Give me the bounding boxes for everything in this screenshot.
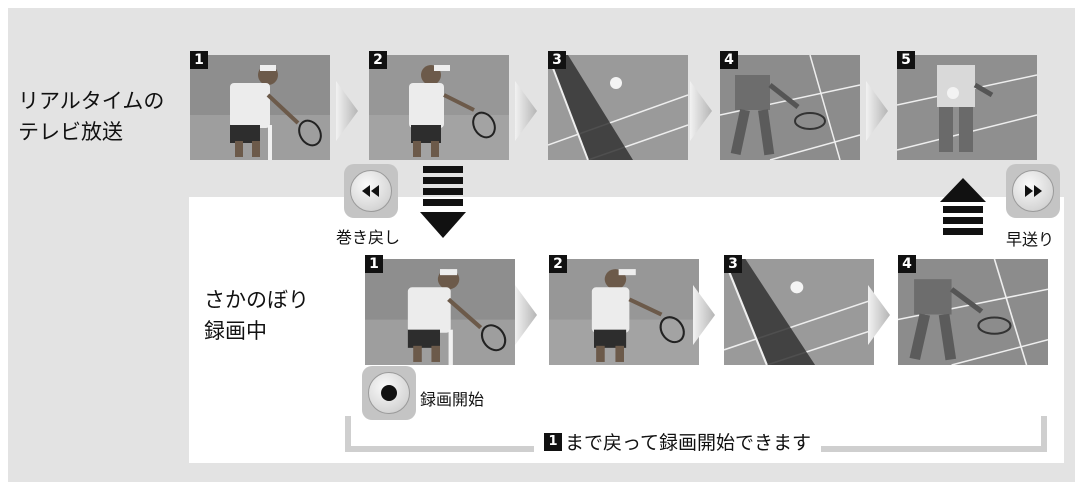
fast-forward-icon	[1025, 185, 1042, 197]
realtime-frame-5	[897, 55, 1037, 160]
recording-frame-1	[365, 259, 515, 365]
realtime-frame-number-badge: 4	[720, 51, 738, 69]
recording-frame-number-badge: 1	[365, 255, 383, 273]
recording-frame-4	[898, 259, 1048, 365]
frame-image	[897, 55, 1037, 160]
realtime-frame-2	[369, 55, 509, 160]
bottom-note-badge: 1	[544, 432, 562, 451]
realtime-frame-number-badge: 5	[897, 51, 915, 69]
recording-frame-number-badge: 3	[724, 255, 742, 273]
frame-image	[369, 55, 509, 160]
frame-image	[365, 259, 515, 365]
down-arrow-icon	[420, 166, 466, 238]
record-button[interactable]	[362, 366, 416, 420]
rewind-caption: 巻き戻し	[336, 228, 401, 247]
chevron-right-icon	[515, 81, 537, 141]
recording-frame-number-badge: 4	[898, 255, 916, 273]
chevron-right-icon	[868, 285, 890, 345]
recording-frame-2	[549, 259, 699, 365]
realtime-frame-number-badge: 3	[548, 51, 566, 69]
recording-label: さかのぼり 録画中	[204, 288, 309, 343]
realtime-frame-3	[548, 55, 688, 160]
recording-frame-number-badge: 2	[549, 255, 567, 273]
realtime-frame-number-badge: 2	[369, 51, 387, 69]
record-icon	[381, 385, 397, 401]
frame-image	[549, 259, 699, 365]
realtime-frame-1	[190, 55, 330, 160]
frame-image	[724, 259, 874, 365]
realtime-frame-number-badge: 1	[190, 51, 208, 69]
record-caption: 録画開始	[420, 390, 485, 409]
recording-frame-3	[724, 259, 874, 365]
rewind-button[interactable]	[344, 164, 398, 218]
frame-image	[548, 55, 688, 160]
up-arrow-icon	[940, 178, 986, 235]
chevron-right-icon	[693, 285, 715, 345]
fast-forward-caption: 早送り	[1006, 230, 1055, 249]
fast-forward-button[interactable]	[1006, 164, 1060, 218]
realtime-label: リアルタイムの テレビ放送	[18, 89, 165, 144]
chevron-right-icon	[515, 285, 537, 345]
frame-image	[898, 259, 1048, 365]
frame-image	[190, 55, 330, 160]
frame-image	[720, 55, 860, 160]
chevron-right-icon	[336, 81, 358, 141]
bottom-note: 1 まで戻って録画開始できます	[534, 428, 822, 455]
bottom-note-text: まで戻って録画開始できます	[565, 432, 812, 454]
chevron-right-icon	[690, 81, 712, 141]
realtime-frame-4	[720, 55, 860, 160]
chevron-right-icon	[866, 81, 888, 141]
rewind-icon	[362, 185, 379, 197]
